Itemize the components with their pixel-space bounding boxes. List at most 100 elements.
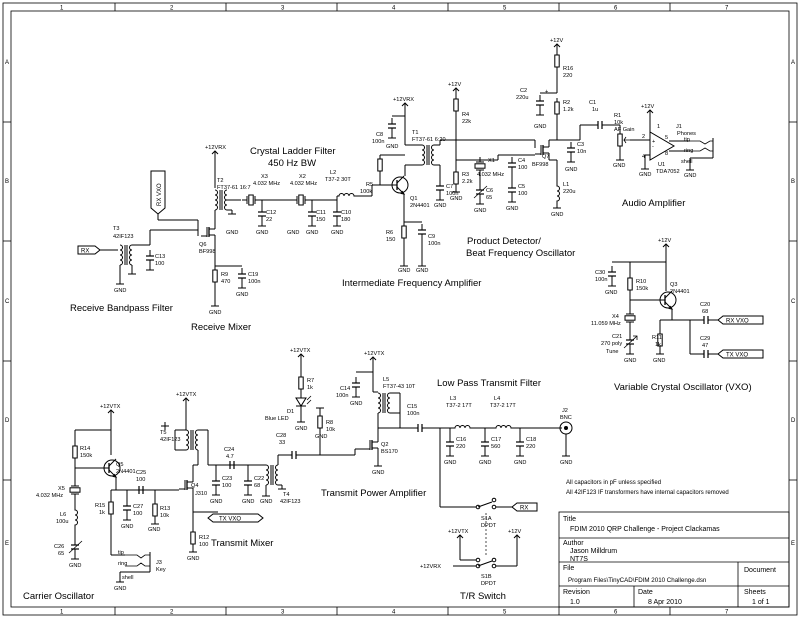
gnd-label: GND: [653, 358, 665, 364]
c4-value: 100: [518, 165, 527, 171]
c15-value: 100n: [407, 411, 419, 417]
c4-ref: C4: [518, 158, 525, 164]
gnd-label: GND: [416, 268, 428, 274]
c7-ref: C7: [446, 184, 453, 190]
gnd-label: GND: [506, 206, 518, 212]
r3-value: 2.2k: [462, 179, 473, 185]
crystal-filter-bw: 450 Hz BW: [268, 158, 316, 169]
c3-capacitor: [566, 141, 576, 159]
u1-ref: U1: [658, 162, 665, 168]
r1-potentiometer: [617, 129, 623, 151]
c14-capacitor: [351, 376, 361, 394]
c16-ref: C16: [456, 437, 466, 443]
q5-ref: Q5: [116, 462, 123, 468]
tx-vxo-in-port: [207, 513, 264, 523]
r2-ref: R2: [563, 100, 570, 106]
r14-resistor: [72, 441, 78, 463]
sheets-value: 1 of 1: [752, 599, 770, 606]
rx-switch-label: RX: [520, 506, 528, 512]
r4-ref: R4: [462, 112, 469, 118]
r11-ref: R11: [652, 335, 662, 341]
revision-value: 1.0: [570, 599, 580, 606]
audio-amplifier-block: C1 1u R1 10k AF Gain GND +12V - + 2 4 5 …: [579, 100, 714, 209]
c8-ref: C8: [376, 132, 383, 138]
r6-value: 150: [386, 237, 395, 243]
r3-ref: R3: [462, 172, 469, 178]
c12-ref: C12: [266, 210, 276, 216]
d1-ref: D1: [287, 409, 294, 415]
q6-mosfet: [200, 221, 216, 243]
x2-ref: X2: [299, 174, 306, 180]
gnd-label: GND: [444, 460, 456, 466]
t2-type: FT37-61 16:7: [217, 185, 251, 191]
c16-capacitor: [445, 435, 455, 453]
crystal-filter-block: Crystal Ladder Filter 450 Hz BW X3 4.032…: [226, 146, 372, 236]
r2-value: 1.2k: [563, 107, 574, 113]
col-label: 2: [170, 610, 174, 616]
c17-value: 560: [491, 444, 500, 450]
gnd-label: GND: [242, 499, 254, 505]
r8-value: 10k: [326, 427, 335, 433]
p12v-r4-label: +12V: [448, 82, 461, 88]
r14-value: 150k: [80, 453, 92, 459]
x3-crystal: [241, 194, 261, 206]
r13-value: 10k: [160, 513, 169, 519]
c2-plus: +: [545, 89, 548, 95]
j2-type: BNC: [560, 415, 572, 421]
r5-value: 100k: [360, 189, 372, 195]
r6-ref: R6: [386, 230, 393, 236]
c8-capacitor: [387, 117, 397, 135]
c11-value: 150: [316, 217, 325, 223]
t4-ref: T4: [283, 492, 290, 498]
j1-type: Phones: [677, 131, 696, 137]
gnd-label: GND: [514, 460, 526, 466]
x5-ref: X5: [58, 486, 65, 492]
r12-resistor: [190, 527, 196, 549]
t2-ref: T2: [217, 178, 224, 184]
row-label: B: [5, 179, 9, 185]
j1-ref: J1: [676, 124, 682, 130]
q2-ref: Q2: [381, 442, 388, 448]
j3-key-jack: [125, 554, 150, 559]
c24-value: 4.7: [226, 454, 234, 460]
l4-type: T37-2 17T: [490, 403, 516, 409]
l1-ref: L1: [563, 182, 569, 188]
transmit-mixer-block: +12VTX T5 42IF123 Q4 J310 R13 10k GND TX…: [148, 392, 301, 562]
c11-capacitor: [307, 205, 317, 223]
x1-freq: 4.032 MHz: [477, 172, 504, 178]
rx-vxo-out-port: [717, 315, 764, 325]
row-label: C: [5, 299, 10, 305]
l6-inductor: [74, 507, 78, 529]
product-detector-block: +12V R4 22k R3 2.2k GND X1 4.032 MHz C6 …: [448, 38, 586, 259]
tr-switch-block: RX S1A DPDT +12VTX +12V +12VRX S1B DPDT …: [420, 428, 538, 602]
sheets-label: Sheets: [744, 589, 766, 596]
gnd-label: GND: [434, 203, 446, 209]
l4-inductor: [493, 425, 515, 429]
t1-transformer: [421, 144, 435, 166]
p12vtx-sw-label: +12VTX: [448, 529, 469, 535]
gnd-label: GND: [565, 167, 577, 173]
q7-type: BF998: [532, 162, 548, 168]
transmit-mixer-title: Transmit Mixer: [211, 538, 273, 549]
q2-mosfet: [363, 434, 379, 456]
low-pass-filter-block: Low Pass Transmit Filter L3 T37-2 17T L4…: [437, 378, 573, 466]
col-label: 3: [281, 610, 285, 616]
c1-ref: C1: [589, 100, 596, 106]
gnd-label: GND: [209, 310, 221, 316]
c24-ref: C24: [224, 447, 234, 453]
l3-ref: L3: [450, 396, 456, 402]
j3-type: Key: [156, 567, 166, 573]
r15-value: 1k: [99, 510, 105, 516]
p12v-r16-label: +12V: [550, 38, 563, 44]
p12v-sw-label: +12V: [508, 529, 521, 535]
c21-ref: C21: [612, 334, 622, 340]
tr-switch-title: T/R Switch: [460, 591, 506, 602]
q2-type: BS170: [381, 449, 398, 455]
r1-value: 10k: [614, 120, 623, 126]
author-callsign: NT7S: [570, 556, 588, 563]
x4-crystal: [624, 308, 636, 328]
t3-type: 42IF123: [113, 234, 134, 240]
j1-ring: ring: [684, 148, 693, 154]
gnd-label: GND: [114, 288, 126, 294]
